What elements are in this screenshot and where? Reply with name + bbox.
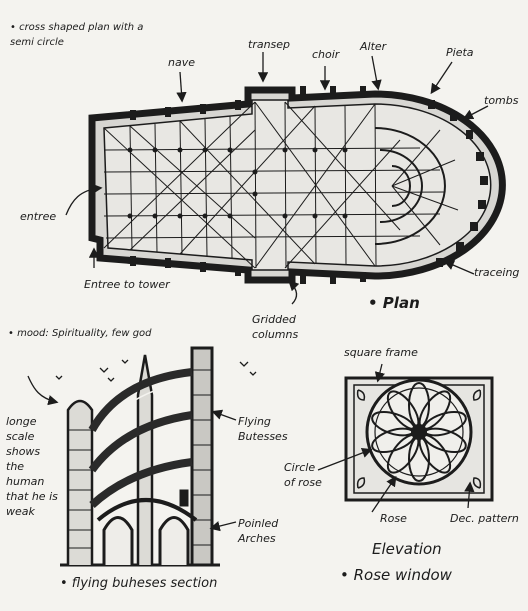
rose-window (317, 363, 494, 513)
label-transept: transep (248, 38, 291, 51)
label-choir: choir (312, 48, 340, 61)
window-caption: • Rose window (340, 566, 452, 584)
label-altar: Alter (360, 40, 387, 53)
label-gridded-columns: Gridded columns (252, 313, 299, 341)
label-entree: entree (20, 210, 57, 223)
label-pointed-arches: Poinled Arches (238, 517, 279, 545)
floor-plan (65, 52, 506, 305)
section-scale-note: longe scale shows the human that he is w… (6, 415, 58, 518)
label-tombs: tombs (484, 94, 519, 107)
label-square-frame: square frame (344, 346, 418, 359)
label-flying-butresses: Flying Butesses (238, 415, 288, 443)
label-rose: Rose (380, 512, 407, 525)
plan-note: • cross shaped plan with a semi circle (10, 22, 144, 48)
label-traceing: traceing (474, 266, 520, 279)
section-caption: • flying buheses section (60, 576, 218, 591)
label-entree-to-tower: Entree to tower (84, 278, 170, 291)
section-mood: • mood: Spirituality, few god (8, 328, 152, 339)
flying-buttress-section (27, 346, 257, 567)
label-circle-of-rose: Circle of rose (284, 461, 322, 489)
label-dec-pattern: Dec. pattern (450, 512, 519, 525)
label-nave: nave (168, 56, 195, 69)
window-elevation: Elevation (372, 540, 442, 558)
label-pieta: Pieta (446, 46, 474, 59)
plan-title: • Plan (368, 294, 420, 312)
